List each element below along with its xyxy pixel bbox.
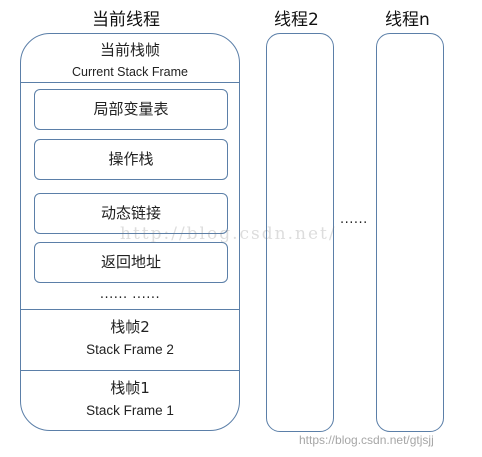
stack-frame-2-title-en: Stack Frame 2 — [86, 342, 174, 357]
current-stack-frame-title-en: Current Stack Frame — [71, 65, 188, 79]
thread-2-title: 线程2 — [274, 10, 319, 30]
local-variable-table-slot: 局部变量表 — [34, 89, 228, 130]
dynamic-linking-slot: 动态链接 — [34, 193, 228, 234]
stack-frame-2-title-cn: 栈帧2 — [110, 318, 150, 336]
current-stack-frame-header: 当前栈帧 Current Stack Frame — [21, 34, 239, 83]
thread-n-stack — [376, 33, 444, 432]
current-thread-title: 当前线程 — [92, 10, 160, 30]
operand-stack-slot: 操作栈 — [34, 139, 228, 180]
stack-frame-1: 栈帧1 Stack Frame 1 — [21, 370, 239, 430]
frame-ellipsis: ...... ...... — [99, 287, 161, 302]
watermark-bottom: https://blog.csdn.net/gtjsjj — [299, 433, 434, 447]
stack-frame-2: 栈帧2 Stack Frame 2 — [21, 309, 239, 370]
stack-frame-1-title-cn: 栈帧1 — [110, 379, 150, 397]
current-stack-frame-title-cn: 当前栈帧 — [99, 41, 160, 59]
between-threads-ellipsis: ...... — [340, 212, 368, 227]
current-thread-stack: 当前栈帧 Current Stack Frame 局部变量表 操作栈 动态链接 … — [20, 33, 240, 431]
stack-frame-1-title-en: Stack Frame 1 — [86, 403, 174, 418]
return-address-slot: 返回地址 — [34, 242, 228, 283]
thread-2-stack — [266, 33, 334, 432]
thread-n-title: 线程n — [385, 10, 430, 30]
